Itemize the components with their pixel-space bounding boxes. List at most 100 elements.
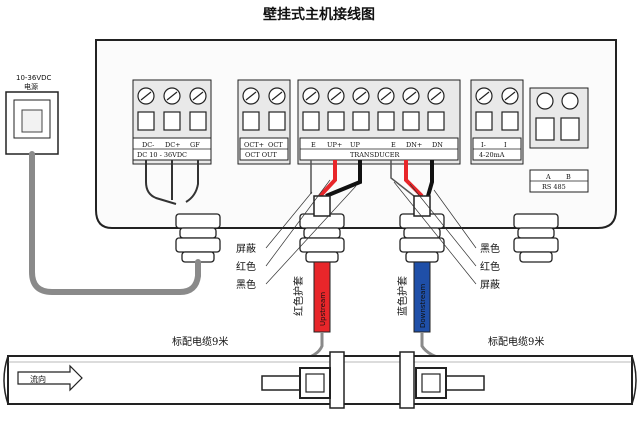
dn-plus-label: DN+ [406,141,422,149]
gland-part [305,251,339,263]
upstream-sleeve-text: Upstream [319,292,327,326]
red-sleeve-label: 红色护套 [292,276,305,316]
screw-slot [430,91,442,101]
oct-out-label: OCT OUT [245,151,278,159]
rs485-labels: A B RS 485 [529,169,589,193]
gland-part [517,227,555,239]
upstream-gland [299,213,345,263]
current-range-label: 4-20mA [479,151,505,159]
oct-label: OCT [268,141,283,149]
terminal-slot [302,111,320,131]
terminal-screws [137,87,580,141]
terminal-slot [501,111,519,131]
gland-part [513,213,559,229]
upstream-black-wire [325,160,362,198]
dn-label: DN [432,141,443,149]
left-wire-label-2: 红色 [236,260,256,273]
screw-slot [166,91,178,101]
right-label-leaders [393,181,477,285]
blue-sleeve-label: 蓝色护套 [396,276,409,316]
power-voltage-label: 10-36VDC [16,74,52,82]
screw-slot [140,91,152,101]
screw-slot [405,91,417,101]
screw-slot [380,91,392,101]
downstream-shield-wire [390,160,415,197]
diagram-title: 壁挂式主机接线图 [263,7,375,23]
left-label-leaders [265,179,357,285]
dc-wire-1 [145,160,177,205]
screw-slot [478,91,490,101]
cable-left-label: 标配电缆9米 [172,335,228,348]
terminal-slot [427,111,445,131]
current-labels: I- I 4-20mA [472,137,522,161]
terminal-slot [402,111,420,131]
i-label: I [504,141,507,149]
terminal-slot [189,111,207,131]
terminal-slot [242,111,260,131]
up-plus-label: UP+ [327,141,342,149]
rs485-screw [536,92,554,110]
cable-right-label: 标配电缆9米 [488,335,544,348]
terminal-slot [163,111,181,131]
power-supply: 10-36VDC 电源 [5,74,59,155]
screw-slot [245,91,257,101]
right-wire-label-2: 红色 [480,260,500,273]
screw-slot [271,91,283,101]
gland-part [175,213,221,229]
terminal-slot [377,111,395,131]
clamp-left [329,351,345,409]
downstream-gland [399,213,445,263]
screw-slot [192,91,204,101]
power-gland [175,213,221,263]
cable-glands [175,213,559,263]
screw-slot [355,91,367,101]
gland-part [179,227,217,239]
gf-label: GF [190,141,200,149]
upstream-transducer [261,367,331,399]
upstream-heat-shrink [313,195,331,217]
downstream-sleeve-text: Downstream [419,283,427,328]
gland-part [399,237,445,253]
dc-range-label: DC 10 - 36VDC [137,151,187,159]
left-wire-label-3: 黑色 [236,278,256,291]
left-wire-label-1: 屏蔽 [236,243,256,255]
power-cable [29,151,201,295]
transducer-labels: E UP+ UP E DN+ DN TRANSDUCER [299,137,459,161]
rs485-slot [535,117,555,141]
power-name-label: 电源 [24,82,38,91]
right-wire-label-1: 黑色 [480,242,500,255]
e1-label: E [311,141,316,149]
upstream-red-wire [318,160,337,198]
dc-plus-label: DC+ [165,141,181,149]
dc-wire-3 [185,160,199,203]
i-minus-label: I- [481,141,486,149]
rs485-screw [561,92,579,110]
dc-labels: DC- DC+ GF DC 10 - 36VDC [132,137,212,161]
dc-minus-label: DC- [142,141,154,149]
gland-part [513,237,559,253]
terminal-slot [475,111,493,131]
rs485-b-label: B [566,173,571,181]
terminal-slot [352,111,370,131]
oct-labels: OCT+ OCT OCT OUT [239,137,289,161]
flow-label: 流向 [30,374,46,384]
e2-label: E [391,141,396,149]
clamp-right [399,351,415,409]
terminal-slot [268,111,286,131]
downstream-black-wire [426,160,434,197]
flow-arrow: 流向 [17,364,83,392]
screw-slot [330,91,342,101]
terminal-slot [327,111,345,131]
screw-slot [504,91,516,101]
oct-plus-label: OCT+ [244,141,264,149]
rs485-label: RS 485 [542,183,566,191]
gland-part [175,237,221,253]
up-label: UP [350,141,360,149]
transducer-label: TRANSDUCER [350,151,400,159]
terminal-slot [137,111,155,131]
rs485-slot [560,117,580,141]
downstream-heat-shrink [413,195,431,217]
right-wire-label-3: 屏蔽 [480,279,500,291]
gland-part [405,251,439,263]
